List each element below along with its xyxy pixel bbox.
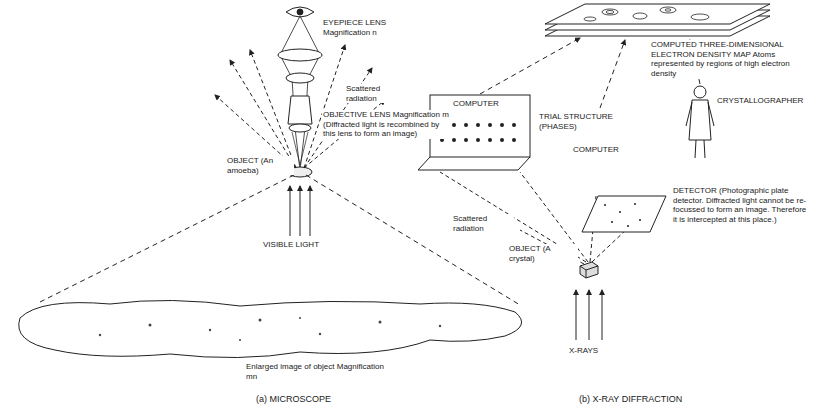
- scattered-rays: [215, 45, 385, 168]
- detector-plate: [582, 196, 666, 232]
- callout-label: CRYSTALLOGRAPHER: [716, 96, 804, 106]
- projection-lines: [40, 175, 520, 305]
- pupil: [297, 9, 303, 15]
- objective-lens: [289, 124, 311, 132]
- callout-label: Scattered radiation: [345, 84, 407, 103]
- eye: [286, 7, 314, 17]
- callout-label: COMPUTER: [572, 145, 620, 155]
- density-map: [545, 4, 770, 36]
- objective-tube: [288, 96, 312, 124]
- terminal-base: [418, 157, 530, 170]
- callout-label: VISIBLE LIGHT: [262, 240, 320, 250]
- diffraction-spots: [604, 203, 641, 227]
- callout-label: COMPUTED THREE-DIMENSIONAL ELECTRON DENS…: [650, 40, 812, 78]
- crystal: [580, 262, 598, 278]
- atom-contours: [584, 7, 709, 21]
- crystallographer-figure: [686, 86, 714, 158]
- callout-label: X-RAYS: [568, 346, 599, 356]
- callout-label: COMPUTER: [452, 99, 500, 109]
- enlarged-image: [19, 300, 522, 357]
- panel-caption: (a) MICROSCOPE: [255, 394, 332, 405]
- panel-caption: (b) X-RAY DIFFRACTION: [578, 394, 683, 405]
- callout-label: Scattered radiation: [452, 214, 514, 233]
- callout-label: Enlarged image of object Magnification m…: [245, 362, 395, 381]
- callout-label: OBJECTIVE LENS Magnification m (Diffract…: [322, 110, 452, 139]
- light-arrows: [290, 186, 310, 236]
- light-cone: [292, 132, 308, 165]
- image-texture: [99, 317, 441, 341]
- callout-label: EYEPIECE LENS Magnification n: [322, 18, 432, 37]
- field-lens: [286, 73, 314, 83]
- xray-arrows: [576, 290, 602, 340]
- crystal-edges: [580, 266, 598, 278]
- callout-label: OBJECT (A crystal): [508, 244, 578, 263]
- light-path: [280, 16, 320, 170]
- eyepiece-lens: [278, 49, 322, 61]
- callout-label: DETECTOR (Photographic plate detector. D…: [672, 186, 812, 224]
- callout-label: OBJECT (An amoeba): [226, 156, 294, 175]
- callout-label: TRIAL STRUCTURE (PHASES): [538, 112, 648, 131]
